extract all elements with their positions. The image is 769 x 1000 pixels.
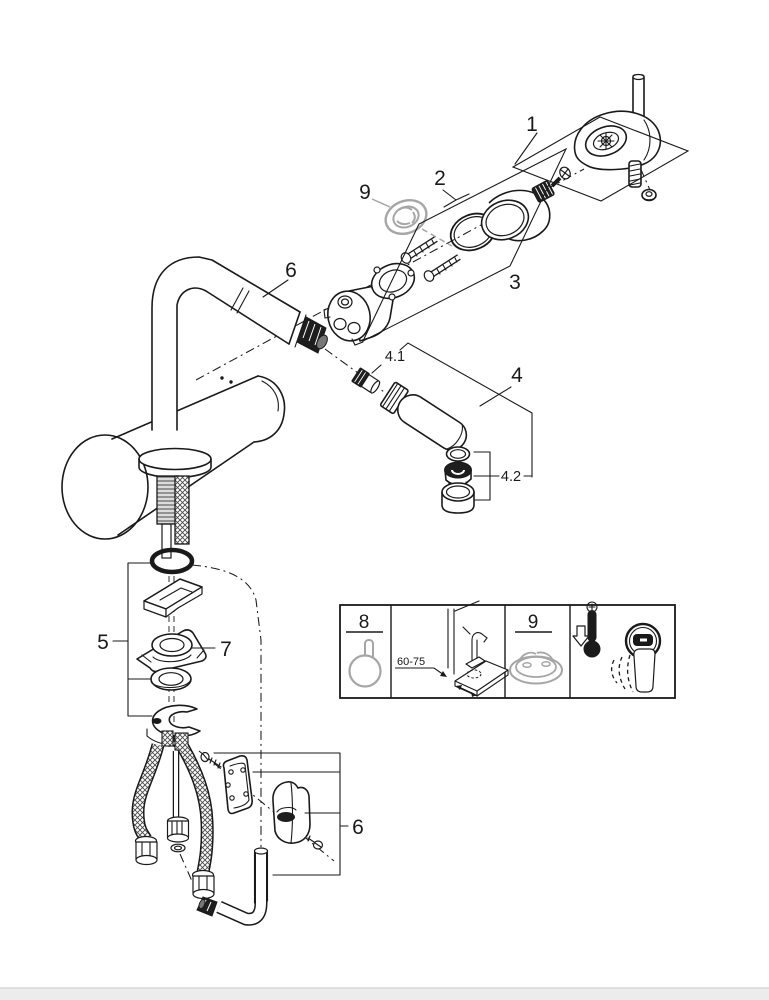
cool-down-arrow-icon bbox=[572, 625, 590, 647]
handle-nut bbox=[641, 188, 657, 202]
lever-hand-icon bbox=[610, 622, 662, 693]
hose-weight-group bbox=[200, 751, 324, 850]
spray-head bbox=[379, 381, 468, 451]
weight-screw-bottom bbox=[307, 835, 324, 850]
cartridge bbox=[323, 272, 394, 346]
inset-label-9: 9 bbox=[528, 612, 539, 633]
mousseur-stack-4-2 bbox=[441, 446, 475, 514]
wedge-washer bbox=[143, 578, 203, 618]
faucet-body bbox=[61, 256, 328, 559]
thermometer-icon bbox=[583, 601, 601, 658]
weight-screw-top bbox=[200, 751, 222, 769]
callout-4-1-connector: 4.1 bbox=[385, 349, 405, 365]
escutcheon-flange bbox=[370, 262, 416, 301]
hole-dimension-label: 60-75 bbox=[397, 656, 425, 668]
callout-1-handle: 1 bbox=[526, 113, 538, 136]
mounting-hardware-stack bbox=[136, 576, 207, 751]
fixing-screw-1 bbox=[400, 236, 438, 264]
callout-4-spray-head: 4 bbox=[511, 364, 523, 387]
ring-washer bbox=[150, 667, 192, 691]
base-o-ring bbox=[149, 547, 195, 575]
handle-group bbox=[573, 73, 662, 202]
left-supply-hose bbox=[131, 743, 165, 866]
callout-3-fixing: 3 bbox=[509, 271, 521, 294]
spray-connector-4-1 bbox=[351, 367, 381, 394]
handle-body bbox=[573, 110, 662, 171]
adapter-screw bbox=[550, 166, 571, 188]
cartridge-group bbox=[323, 236, 461, 346]
callout-2-cap: 2 bbox=[434, 167, 446, 190]
inset-cell-8: 8 bbox=[346, 612, 383, 688]
pullout-hose bbox=[166, 751, 190, 853]
callout-6-weight: 6 bbox=[352, 816, 364, 839]
callouts: 1 2 3 4 4.1 4.2 5 6 6 7 9 bbox=[97, 113, 690, 876]
inset-cell-installation: 60-75 bbox=[395, 600, 509, 697]
mini-faucet-icon bbox=[462, 626, 488, 669]
mousseur-insert bbox=[444, 461, 472, 488]
callout-9-aerator: 9 bbox=[359, 181, 371, 204]
inset-label-8: 8 bbox=[359, 612, 370, 633]
handle-set-screw bbox=[628, 160, 642, 188]
inset-box: 8 60-75 9 bbox=[339, 600, 676, 699]
weight-bracket-plate bbox=[222, 755, 253, 815]
elbow-tube bbox=[196, 847, 269, 926]
fixing-screw-2 bbox=[423, 254, 461, 282]
mousseur-sleeve bbox=[441, 482, 475, 514]
supply-hoses bbox=[131, 743, 215, 900]
weight-shell bbox=[272, 781, 311, 844]
callout-5-fixing-set: 5 bbox=[97, 631, 109, 654]
callout-7-cone: 7 bbox=[220, 638, 232, 661]
inset-cell-9: 9 bbox=[509, 612, 563, 685]
handle-ref-icon bbox=[348, 639, 382, 688]
aerator-ref-icon bbox=[509, 651, 563, 685]
cap-group bbox=[449, 166, 571, 252]
callout-4-2-mousseur: 4.2 bbox=[501, 469, 521, 485]
cone-bracket bbox=[136, 629, 207, 673]
spray-group bbox=[351, 367, 475, 514]
inset-cell-temperature bbox=[572, 601, 662, 693]
right-supply-hose bbox=[177, 743, 215, 900]
page-footer-bar bbox=[0, 987, 769, 1000]
dome-cap bbox=[480, 189, 551, 242]
callout-6-spout: 6 bbox=[285, 259, 297, 282]
flow-aerator-9 bbox=[371, 198, 453, 247]
